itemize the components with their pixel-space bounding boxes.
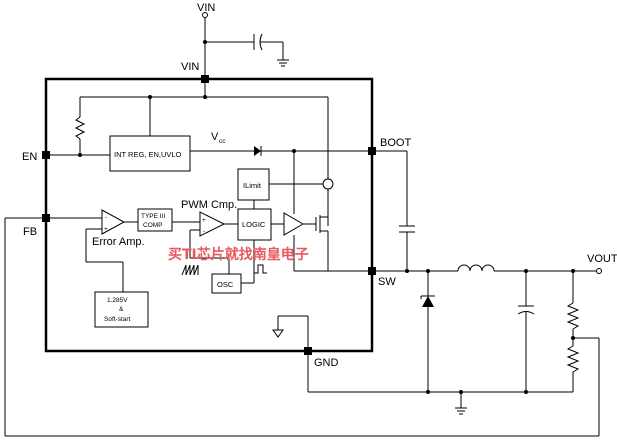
int-reg-block bbox=[109, 135, 191, 172]
vin-pin-label: VIN bbox=[181, 61, 199, 73]
vout-label: VOUT bbox=[587, 253, 617, 265]
gnd-pin-label: GND bbox=[314, 357, 339, 369]
boot-pin-label: BOOT bbox=[380, 137, 411, 149]
ilimit-label: ILimit bbox=[243, 181, 262, 190]
watermark-text: 买TI芯片就找南皇电子 bbox=[168, 246, 309, 263]
osc-label: OSC bbox=[217, 280, 234, 289]
gate-driver bbox=[283, 212, 304, 236]
en-pin bbox=[42, 151, 50, 159]
error-amplifier bbox=[101, 209, 126, 235]
type3-comp-block bbox=[137, 208, 173, 232]
vcc-boot-path bbox=[190, 146, 368, 214]
error-amp-plus: + bbox=[104, 226, 108, 233]
error-amp-minus: - bbox=[105, 214, 107, 221]
clock-pulse-icon bbox=[254, 264, 267, 274]
sw-pin bbox=[368, 267, 376, 275]
en-pin-label: EN bbox=[22, 151, 37, 163]
sw-pin-label: SW bbox=[378, 276, 396, 288]
output-stage bbox=[4, 217, 602, 437]
ref-line3: Soft-start bbox=[104, 316, 131, 323]
ref-line2: & bbox=[119, 306, 124, 313]
int-reg-label: INT REG, EN,UVLO bbox=[114, 150, 182, 159]
type3-line2: COMP bbox=[143, 222, 163, 229]
vin-pin bbox=[201, 75, 209, 83]
ramp-waveform-icon bbox=[181, 264, 199, 276]
vin-top-label: VIN bbox=[197, 2, 215, 14]
reference-softstart-block bbox=[94, 291, 149, 328]
pwm-comparator bbox=[199, 211, 226, 237]
vcc-subscript: cc bbox=[219, 138, 226, 145]
gnd-internal bbox=[272, 315, 309, 392]
pwm-cmp-plus: + bbox=[202, 217, 206, 224]
fb-pin bbox=[42, 214, 50, 222]
ilimit-block bbox=[237, 168, 270, 201]
logic-label: LOGIC bbox=[242, 220, 266, 229]
error-amp-label: Error Amp. bbox=[92, 236, 145, 248]
vcc-label: V bbox=[211, 131, 219, 143]
pwm-cmp-minus: - bbox=[203, 228, 205, 235]
internal-vin-rail bbox=[74, 83, 329, 226]
vin-input-network bbox=[202, 12, 289, 79]
fb-pin-label: FB bbox=[23, 226, 37, 238]
type3-line1: TYPE III bbox=[141, 213, 165, 220]
high-side-mosfet bbox=[315, 210, 329, 271]
pwm-cmp-label: PWM Cmp. bbox=[181, 199, 237, 211]
gnd-pin bbox=[304, 347, 312, 355]
boot-pin bbox=[368, 147, 376, 155]
ref-line1: 1.285V bbox=[107, 297, 128, 304]
bootstrap-capacitor bbox=[376, 150, 415, 271]
